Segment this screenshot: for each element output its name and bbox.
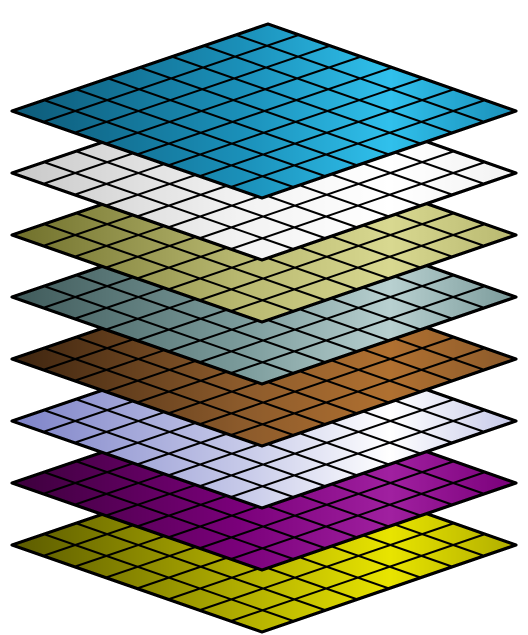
layer-stack-svg	[0, 0, 528, 635]
layer-stack-diagram	[0, 0, 528, 635]
